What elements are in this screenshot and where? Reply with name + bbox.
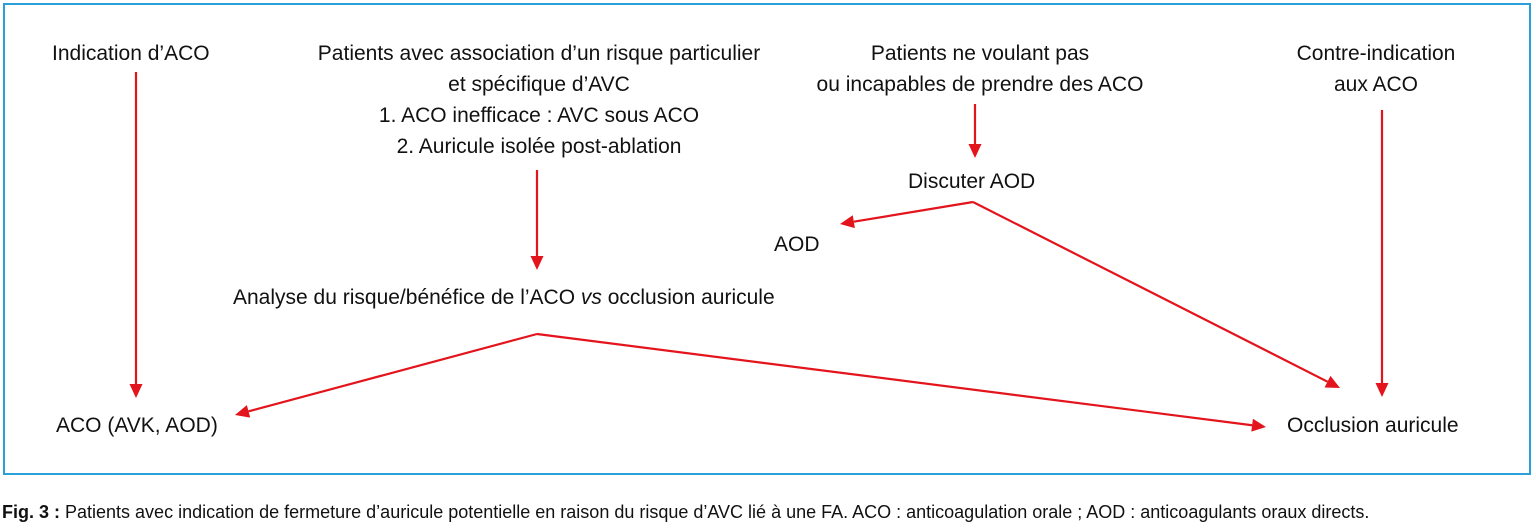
- occlusion-result-text: Occlusion auricule: [1287, 414, 1459, 437]
- caption-label: Fig. 3 :: [2, 502, 60, 522]
- node-aco-result: ACO (AVK, AOD): [56, 410, 218, 441]
- aod-text: AOD: [774, 233, 820, 256]
- contraindication-line1: Contre-indication: [1296, 42, 1456, 65]
- node-indication-text: Indication d’ACO: [52, 42, 210, 65]
- analysis-prefix: Analyse du risque/bénéfice de l’ACO: [233, 286, 581, 309]
- node-indication: Indication d’ACO: [52, 38, 210, 69]
- node-aod: AOD: [774, 229, 820, 260]
- node-risk-patients: Patients avec association d’un risque pa…: [284, 38, 794, 162]
- node-discuss-aod: Discuter AOD: [908, 166, 1035, 197]
- node-unwilling-patients: Patients ne voulant pas ou incapables de…: [795, 38, 1165, 100]
- discuss-aod-text: Discuter AOD: [908, 170, 1036, 193]
- risk-patients-line2: et spécifique d’AVC: [448, 73, 630, 96]
- risk-patients-line1: Patients avec association d’un risque pa…: [317, 42, 761, 65]
- node-analysis: Analyse du risque/bénéfice de l’ACO vs o…: [233, 282, 775, 313]
- caption-text: Patients avec indication de fermeture d’…: [60, 502, 1370, 522]
- unwilling-patients-line2: ou incapables de prendre des ACO: [816, 73, 1144, 96]
- unwilling-patients-line1: Patients ne voulant pas: [870, 42, 1090, 65]
- diagram-frame: [3, 3, 1531, 475]
- analysis-text: Analyse du risque/bénéfice de l’ACO vs o…: [233, 282, 775, 313]
- risk-patients-line3: 1. ACO inefficace : AVC sous ACO: [378, 104, 700, 127]
- analysis-vs: vs: [580, 286, 602, 309]
- contraindication-line2: aux ACO: [1333, 73, 1419, 96]
- figure-caption: Fig. 3 : Patients avec indication de fer…: [2, 500, 1534, 524]
- risk-patients-line4: 2. Auricule isolée post-ablation: [396, 135, 682, 158]
- analysis-suffix: occlusion auricule: [601, 286, 775, 309]
- node-contraindication: Contre-indication aux ACO: [1280, 38, 1472, 100]
- aco-result-text: ACO (AVK, AOD): [56, 414, 218, 437]
- node-occlusion-result: Occlusion auricule: [1287, 410, 1459, 441]
